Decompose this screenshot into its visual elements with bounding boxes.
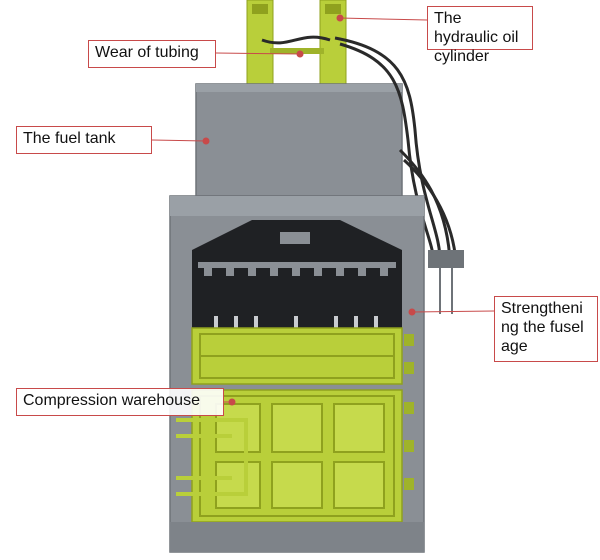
fuel-tank [195, 83, 403, 197]
door-hinges [404, 334, 414, 490]
upper-green-door [191, 327, 403, 385]
lower-green-door [191, 389, 403, 523]
label-compression-warehouse: Compression warehouse [16, 388, 224, 416]
leader-lines [151, 14, 495, 406]
hydraulic-cylinders [246, 0, 347, 87]
chamber-bars [214, 316, 378, 328]
valve-block [428, 250, 464, 268]
cylinder-crossbar [270, 48, 324, 54]
door-handles [176, 418, 248, 496]
label-fuel-tank: The fuel tank [16, 126, 152, 154]
label-wear-of-tubing: Wear of tubing [88, 40, 216, 68]
cylinder-cap-left [252, 4, 268, 14]
cylinder-cap-right [325, 4, 341, 14]
label-strengthening-fuselage: Strengthening the fuselage [494, 296, 598, 362]
label-hydraulic-oil-cylinder: The hydraulic oil cylinder [427, 6, 533, 65]
frame-top-band [170, 196, 424, 216]
hydraulic-hoses [261, 35, 458, 263]
fuel-tank-top [196, 84, 402, 92]
press-plate-teeth [198, 232, 396, 276]
machine-base [170, 522, 424, 552]
